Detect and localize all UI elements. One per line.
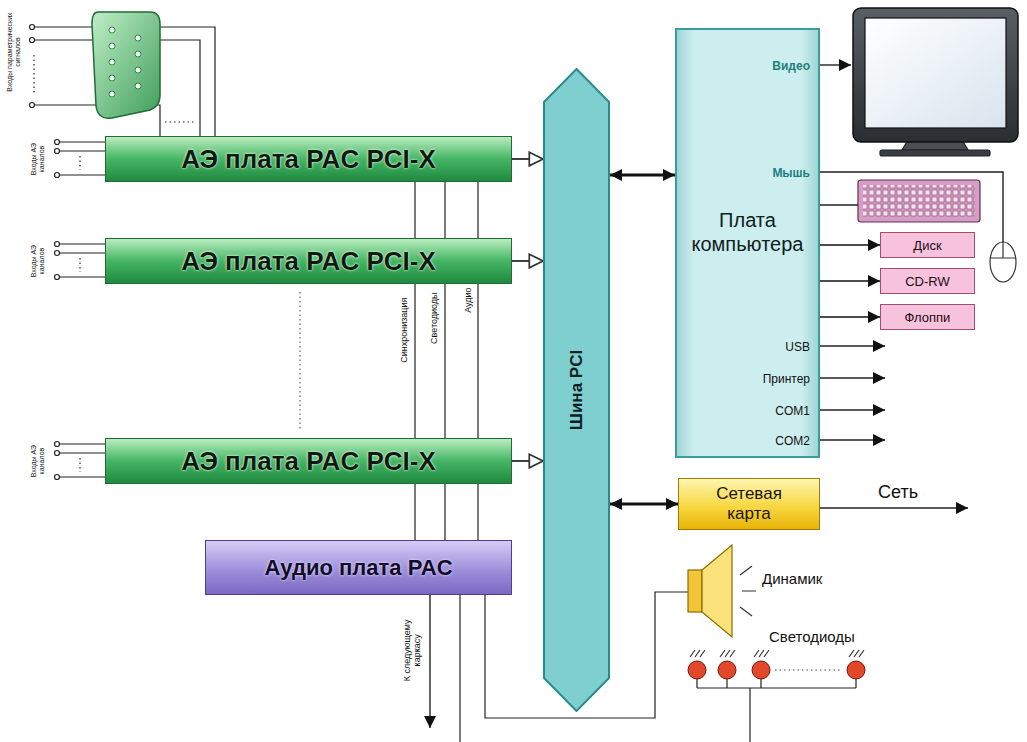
signal-name: Аудио — [462, 287, 472, 312]
drive-box: Флоппи — [880, 304, 975, 330]
connector — [512, 460, 543, 462]
more-boards-dots — [299, 292, 300, 430]
port-label: Мышь — [772, 166, 810, 180]
monitor-icon — [853, 8, 1018, 156]
bus-shape — [544, 69, 609, 711]
speaker-label: Динамик — [762, 570, 822, 587]
connector — [610, 503, 678, 506]
speaker-icon — [688, 545, 756, 637]
ae-board: АЭ плата PAC PCI-X — [105, 136, 512, 182]
box-title: Аудио плата PAC — [264, 555, 452, 581]
port-label: USB — [785, 340, 810, 354]
box-title: Сетевая карта — [704, 484, 794, 524]
mouse-icon — [990, 242, 1016, 282]
signal-name: Светодиоды — [429, 292, 439, 344]
ae-input-wires — [55, 140, 106, 480]
box-title: АЭ плата PAC PCI-X — [181, 144, 435, 175]
box-title: Плата компьютера — [681, 208, 814, 256]
keyboard-icon — [858, 180, 980, 222]
connector — [820, 280, 880, 281]
box-title: Шина PCI — [567, 350, 587, 430]
box-title: АЭ плата PAC PCI-X — [181, 246, 435, 277]
connector — [820, 244, 880, 245]
led-label: Светодиоды — [769, 628, 855, 645]
signal-name: Синхронизация — [399, 298, 409, 363]
connector — [610, 174, 675, 177]
connector — [512, 158, 543, 160]
computer-board: ВидеоМышьПлата компьютераUSB ПринтерCOM1C… — [675, 28, 820, 458]
ae-board: АЭ плата PAC PCI-X — [105, 438, 512, 484]
sync-led-audio-lines — [415, 182, 478, 540]
led-row — [688, 650, 865, 742]
input-label: Входы параметрических сигналов — [6, 12, 22, 92]
box-title: Флоппи — [905, 310, 951, 325]
parametric-connector — [92, 12, 160, 118]
port-label: COM1 — [775, 404, 810, 418]
box-title: CD-RW — [905, 274, 950, 289]
pci-bus: Шина PCI — [543, 68, 610, 712]
port-label: Видео — [772, 59, 810, 73]
connector — [820, 316, 880, 317]
audio-board: Аудио плата PAC — [205, 540, 512, 595]
input-label: Входы АЭ каналов — [30, 137, 46, 181]
box-title: Диск — [913, 238, 941, 253]
ae-board: АЭ плата PAC PCI-X — [105, 238, 512, 284]
box-title: АЭ плата PAC PCI-X — [181, 446, 435, 477]
connector — [512, 260, 543, 262]
network-card: Сетевая карта — [678, 478, 820, 530]
port-label: COM2 — [775, 434, 810, 448]
port-label: Принтер — [763, 372, 810, 386]
computer-port-lines — [820, 65, 1003, 508]
signal-name: К следующему каркасу — [402, 610, 423, 690]
network-label: Сеть — [878, 482, 918, 503]
drive-box: CD-RW — [880, 268, 975, 294]
input-label: Входы АЭ каналов — [30, 439, 46, 483]
drive-box: Диск — [880, 232, 975, 258]
input-label: Входы АЭ каналов — [30, 239, 46, 283]
